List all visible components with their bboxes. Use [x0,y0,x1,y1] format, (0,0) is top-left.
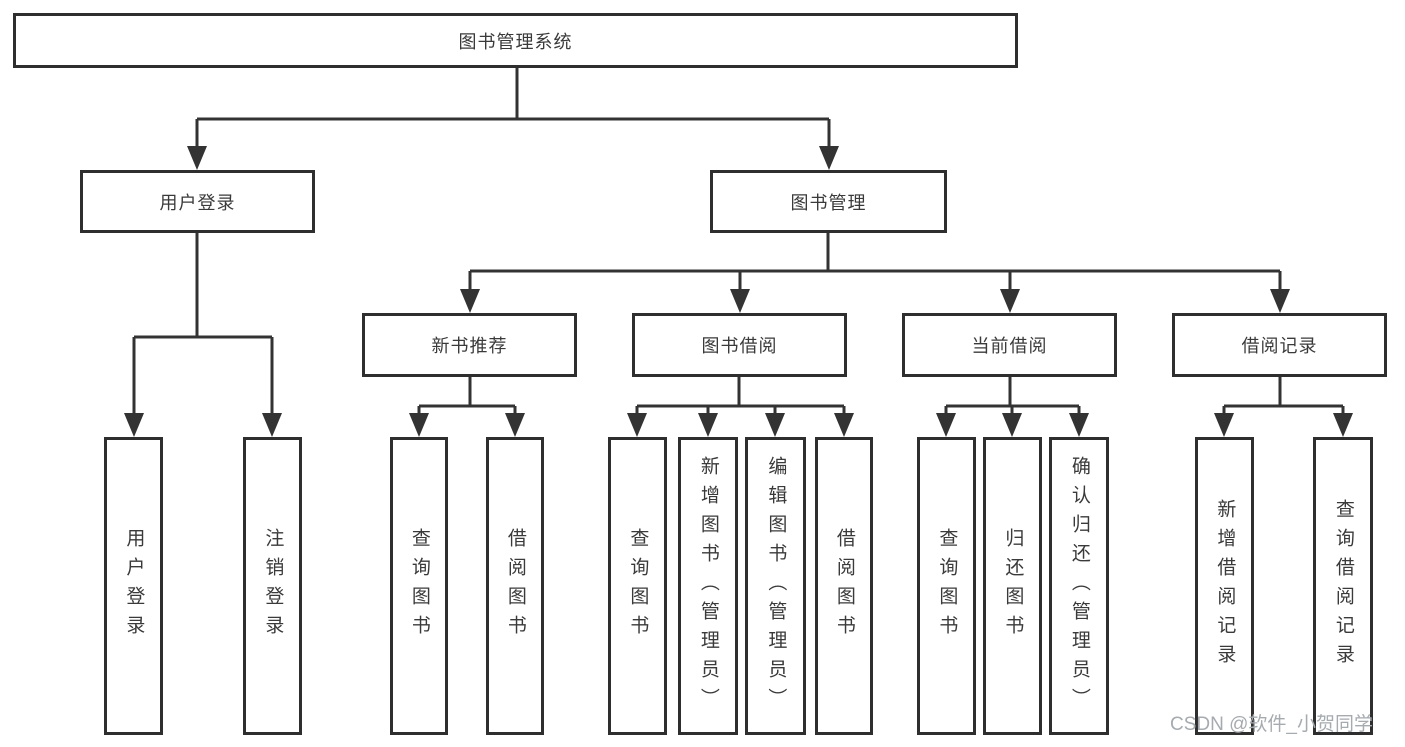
leaf-edit-book-admin-label: 编辑图书（管理员） [765,455,787,717]
leaf-user-login: 用户登录 [104,437,163,735]
leaf-query-borrow-record-label: 查询借阅记录 [1332,499,1354,673]
leaf-edit-book-admin: 编辑图书（管理员） [745,437,806,735]
node-book-management: 图书管理 [710,170,947,233]
leaf-return-book: 归还图书 [983,437,1042,735]
leaf-add-book-admin: 新增图书（管理员） [678,437,738,735]
arrowheads [124,146,1353,437]
leaf-borrow-books-borrow: 借阅图书 [815,437,873,735]
leaf-user-login-label: 用户登录 [123,528,145,644]
leaf-borrow-books-recommend: 借阅图书 [486,437,544,735]
leaf-query-books-current: 查询图书 [917,437,976,735]
leaf-query-books-recommend: 查询图书 [390,437,448,735]
node-borrow-records: 借阅记录 [1172,313,1387,377]
leaf-add-borrow-record: 新增借阅记录 [1195,437,1254,735]
leaf-add-borrow-record-label: 新增借阅记录 [1214,499,1236,673]
node-library-system: 图书管理系统 [13,13,1018,68]
leaf-add-book-admin-label: 新增图书（管理员） [697,455,719,717]
leaf-query-books-borrow-label: 查询图书 [627,528,649,644]
leaf-query-books-borrow: 查询图书 [608,437,667,735]
leaf-borrow-books-recommend-label: 借阅图书 [504,528,526,644]
leaf-query-books-current-label: 查询图书 [936,528,958,644]
leaf-confirm-return-admin: 确认归还（管理员） [1049,437,1109,735]
leaf-query-borrow-record: 查询借阅记录 [1313,437,1373,735]
node-current-borrow: 当前借阅 [902,313,1117,377]
leaf-confirm-return-admin-label: 确认归还（管理员） [1068,455,1090,717]
node-new-book-recommend: 新书推荐 [362,313,577,377]
node-book-borrow: 图书借阅 [632,313,847,377]
csdn-watermark: CSDN @软件_小贺同学 [1170,714,1373,735]
leaf-logout-label: 注销登录 [262,528,284,644]
node-user-login: 用户登录 [80,170,315,233]
leaf-logout: 注销登录 [243,437,302,735]
leaf-borrow-books-borrow-label: 借阅图书 [833,528,855,644]
leaf-query-books-recommend-label: 查询图书 [408,528,430,644]
leaf-return-book-label: 归还图书 [1002,528,1024,644]
